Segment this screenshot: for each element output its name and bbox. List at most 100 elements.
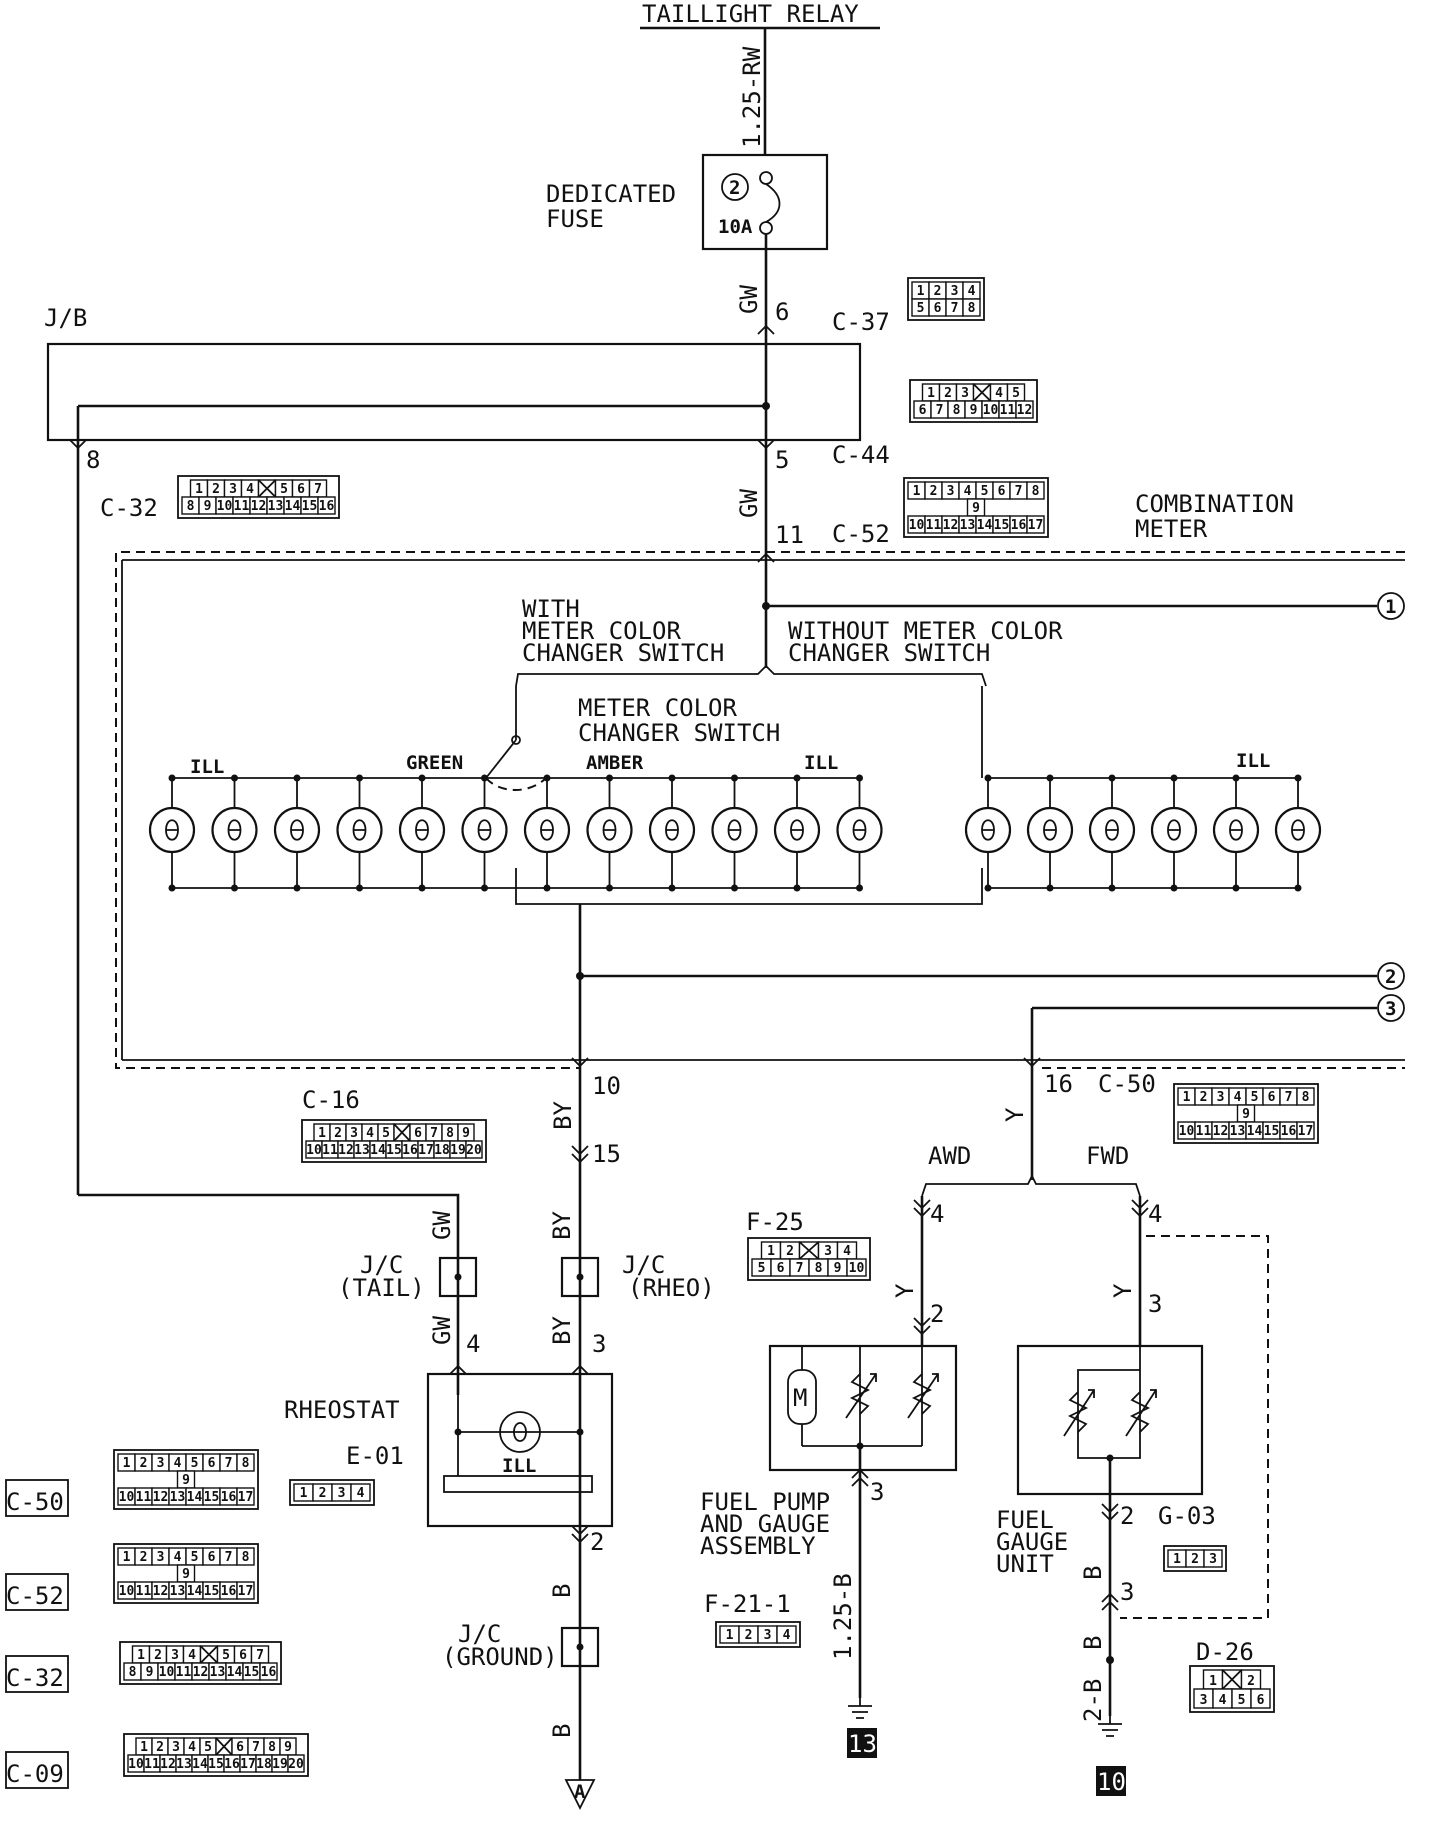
- pin-15: 15: [592, 1140, 621, 1168]
- connector-pin-number: 16: [261, 1665, 277, 1680]
- connector-pin-number: 11: [144, 1757, 160, 1772]
- wire-code-y-3: Y: [1109, 1283, 1137, 1298]
- reference-1: 1: [1385, 596, 1396, 618]
- connector-pin-number: 8: [268, 1740, 276, 1755]
- connector-pin-number: 4: [174, 1456, 182, 1471]
- connector-pin-number: 4: [246, 482, 254, 497]
- connector-pin-number: 17: [418, 1143, 434, 1158]
- connector-pin-number: 2: [154, 1648, 162, 1663]
- variable-resistor-icon: [849, 1373, 871, 1415]
- connector-pin-number: 7: [1015, 484, 1023, 499]
- jc-ground-box: [560, 1626, 600, 1668]
- connector-pin-number: 7: [252, 1740, 260, 1755]
- connector-cell: [1203, 1549, 1223, 1568]
- connector-cell: [236, 1547, 255, 1566]
- connector-pin-number: 2: [156, 1740, 164, 1755]
- legend-c52-label: C-52: [6, 1582, 64, 1610]
- fuse-title-line1: DEDICATED: [546, 180, 676, 208]
- wire-code-by-2: BY: [548, 1211, 576, 1240]
- connector-pin-number: 15: [204, 1490, 220, 1505]
- wire-code-b-3: B: [1079, 1566, 1107, 1580]
- connector-pin-number: 13: [170, 1490, 186, 1505]
- with-switch-line3: CHANGER SWITCH: [522, 639, 724, 667]
- motor-label: M: [793, 1384, 807, 1412]
- pin-6: 6: [775, 298, 789, 326]
- reference-circle-2: [1377, 962, 1405, 990]
- connector-pin-number: 9: [834, 1261, 842, 1276]
- connector-e01-label: E-01: [346, 1442, 404, 1470]
- connector-pin-number: 12: [193, 1665, 209, 1680]
- bulb-filament-icon: [352, 819, 367, 841]
- wire-code-b-1: B: [548, 1584, 576, 1598]
- connector-pin-number: 5: [1251, 1090, 1259, 1105]
- connector-pin-number: 16: [1011, 518, 1027, 533]
- without-switch-line1: WITHOUT METER COLOR: [788, 617, 1063, 645]
- connector-pin-number: 5: [917, 301, 925, 316]
- variant-brace-top: [515, 664, 987, 687]
- connector-pin-number: 2: [1247, 1674, 1255, 1689]
- connector-frame: [301, 1119, 487, 1163]
- connector-pin-number: 10: [909, 518, 925, 533]
- connector-cell: [1026, 515, 1045, 534]
- jc-ground-line1: J/C: [458, 1620, 501, 1648]
- connector-pin-number: 2: [944, 386, 952, 401]
- awd-label: AWD: [928, 1142, 971, 1170]
- bulb-node: [606, 774, 613, 782]
- connector-pin-number: 3: [172, 1740, 180, 1755]
- connector-frame: [715, 1621, 801, 1648]
- connector-frame: [747, 1237, 871, 1281]
- pin-4-awd: 4: [930, 1200, 944, 1228]
- terminal-arrow: [571, 1364, 589, 1375]
- connector-pin-number: 2: [319, 1486, 327, 1501]
- connector-pin-number: 8: [815, 1261, 823, 1276]
- connector-pin-number: 7: [796, 1261, 804, 1276]
- jc-tail-line2: (TAIL): [338, 1274, 425, 1302]
- bulb-filament-icon: [852, 819, 867, 841]
- awd-fwd-brace: [921, 1173, 1141, 1197]
- switch-pivot: [511, 735, 521, 745]
- connector-frame: [113, 1543, 259, 1604]
- connector-arrow: [1131, 1199, 1149, 1218]
- connector-cell: [236, 1453, 255, 1472]
- bulb-node: [1294, 774, 1302, 782]
- bulb-filament-icon: [1105, 819, 1119, 841]
- connector-pin-number: 12: [251, 499, 267, 514]
- connector-pin-number: 8: [242, 1550, 250, 1565]
- wire-code-gw-2: GW: [735, 489, 763, 518]
- connector-pin-number: 11: [322, 1143, 338, 1158]
- connector-pin-number: 16: [319, 499, 335, 514]
- connector-cell: [776, 1625, 797, 1644]
- ground-a-triangle: [564, 1779, 596, 1811]
- connector-pin-number: 2: [1200, 1090, 1208, 1105]
- connector-pin-number: 11: [926, 518, 942, 533]
- fuel-pump-line1: FUEL PUMP: [700, 1488, 830, 1516]
- connector-pin-number: 16: [1281, 1124, 1297, 1139]
- connector-pin-number: 12: [943, 518, 959, 533]
- connector-c52-label: C-52: [832, 520, 890, 548]
- connector-pin-number: 6: [239, 1648, 247, 1663]
- connector-pin-number: 1: [137, 1648, 145, 1663]
- connector-pin-number: 12: [1017, 403, 1033, 418]
- variable-resistor-icon: [1067, 1391, 1089, 1433]
- connector-cell: [465, 1140, 483, 1159]
- fuse-number: 2: [729, 177, 740, 199]
- jc-rheo-dot: [576, 1273, 584, 1281]
- connector-pin-number: 1: [767, 1244, 775, 1259]
- pin-2-gauge: 2: [1120, 1502, 1134, 1530]
- connector-pin-number: 17: [240, 1757, 256, 1772]
- wire-code-y-2: Y: [891, 1283, 919, 1298]
- connector-cell: [317, 496, 336, 515]
- wire-code-1-25-b: 1.25-B: [829, 1573, 857, 1660]
- connector-pin-number: 8: [187, 499, 195, 514]
- variant-brace-bottom: [515, 868, 983, 905]
- connector-pin-number: 16: [221, 1490, 237, 1505]
- connector-pin-number: 3: [764, 1628, 772, 1643]
- connector-pin-number: 3: [350, 1126, 358, 1141]
- wire-code-gw-1: GW: [735, 285, 763, 314]
- variable-resistor-arrow: [907, 1373, 939, 1419]
- connector-pin-number: 7: [256, 1648, 264, 1663]
- connector-pin-number: 1: [1209, 1674, 1217, 1689]
- bulb-filament-icon: [1291, 819, 1305, 841]
- connector-pin-number: 3: [157, 1550, 165, 1565]
- connector-pin-number: 12: [1213, 1124, 1229, 1139]
